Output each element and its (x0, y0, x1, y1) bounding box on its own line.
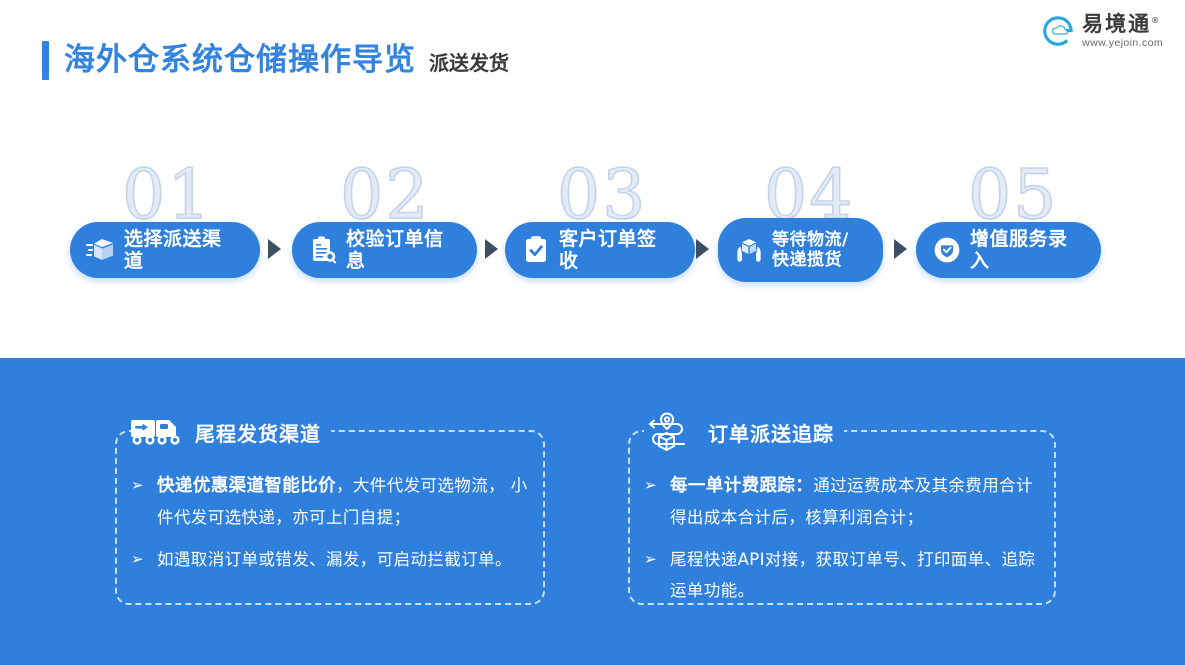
bullet-arrow-icon: ➢ (131, 476, 144, 494)
feature-card-order-tracking: 订单派送追踪 ➢ 每一单计费跟踪：通过运费成本及其余费用合计得出成本合计后，核算… (628, 408, 1056, 605)
moving-box-icon (86, 235, 116, 265)
step-2-number: 02 (339, 156, 431, 235)
shield-check-badge-icon (932, 235, 962, 265)
step-4-label: 等待物流/ 快递揽货 (772, 230, 849, 270)
title-accent-bar (42, 41, 49, 80)
registered-mark: ® (1151, 16, 1162, 25)
card-1-title: 尾程发货渠道 (195, 421, 321, 446)
step-2-pill[interactable]: 校验订单信息 (292, 222, 477, 278)
step-2[interactable]: 02 (292, 160, 482, 310)
card-1-bullet-1-strong: 快递优惠渠道智能比价 (157, 476, 336, 496)
feature-card-shipping-channel: 尾程发货渠道 ➢ 快递优惠渠道智能比价，大件代发可选物流， 小件代发可选快递，亦… (115, 408, 545, 605)
step-5-number: 05 (967, 156, 1059, 235)
step-1-pill[interactable]: 选择派送渠道 (70, 222, 260, 278)
card-1-header: 尾程发货渠道 (131, 408, 331, 456)
logo-name: 易境通 ® (1082, 12, 1159, 36)
package-route-tracking-icon (644, 412, 696, 452)
card-2-bullet-1: ➢ 每一单计费跟踪：通过运费成本及其余费用合计得出成本合计后，核算利润合计； (644, 470, 1040, 533)
step-4-pill[interactable]: 等待物流/ 快递揽货 (718, 218, 883, 282)
step-arrow-2 (485, 239, 498, 259)
step-1-number: 01 (121, 156, 213, 235)
bullet-arrow-icon: ➢ (131, 550, 144, 568)
card-2-bullet-1-rest: 通过运费成本及其余费用合计得出成本合计后，核算利润合计； (670, 476, 1033, 527)
step-arrow-4 (894, 239, 907, 259)
step-5-pill[interactable]: 增值服务录入 (916, 222, 1101, 278)
step-3-pill[interactable]: 客户订单签收 (505, 222, 695, 278)
step-5[interactable]: 05 增值服务录入 (916, 160, 1111, 310)
card-2-bullet-2: ➢ 尾程快递API对接，获取订单号、打印面单、追踪运单功能。 (644, 544, 1040, 606)
step-arrow-1 (268, 239, 281, 259)
step-3[interactable]: 03 客户订单签收 (505, 160, 700, 310)
page-title-main: 海外仓系统仓储操作导览 (64, 42, 416, 78)
step-2-label: 校验订单信息 (346, 228, 444, 272)
logo-url: www.yejoin.com (1082, 37, 1163, 49)
bullet-arrow-icon: ➢ (644, 476, 657, 494)
card-2-body: ➢ 每一单计费跟踪：通过运费成本及其余费用合计得出成本合计后，核算利润合计； ➢… (644, 470, 1040, 617)
process-steps: 01 选择派送渠道 02 (0, 160, 1185, 310)
page-title: 海外仓系统仓储操作导览 派送发货 (64, 38, 509, 85)
card-2-bullet-1-text: 每一单计费跟踪：通过运费成本及其余费用合计得出成本合计后，核算利润合计； (670, 470, 1040, 533)
card-2-header: 订单派送追踪 (644, 408, 844, 456)
brand-logo: 易境通 ® www.yejoin.com (1041, 13, 1163, 49)
card-1-body: ➢ 快递优惠渠道智能比价，大件代发可选物流， 小件代发可选快递，亦可上门自提； … (131, 470, 529, 586)
step-4[interactable]: 04 等待物流/ 快递揽货 (718, 160, 888, 310)
card-1-bullet-2-rest: 如遇取消订单或错发、漏发，可启动拦截订单。 (157, 550, 512, 569)
card-2-bullet-2-text: 尾程快递API对接，获取订单号、打印面单、追踪运单功能。 (670, 544, 1040, 606)
logo-text-block: 易境通 ® www.yejoin.com (1082, 13, 1163, 49)
card-1-bullet-2-text: 如遇取消订单或错发、漏发，可启动拦截订单。 (157, 544, 512, 575)
card-2-title: 订单派送追踪 (708, 421, 834, 446)
clipboard-search-icon (308, 235, 338, 265)
card-1-bullet-1-rest: ，大件代发可选物流， 小件代发可选快递，亦可上门自提； (157, 476, 528, 527)
card-1-bullet-2: ➢ 如遇取消订单或错发、漏发，可启动拦截订单。 (131, 544, 529, 575)
card-1-bullet-1-text: 快递优惠渠道智能比价，大件代发可选物流， 小件代发可选快递，亦可上门自提； (157, 470, 529, 533)
step-5-label: 增值服务录入 (970, 228, 1068, 272)
yejoin-cloud-e-icon (1041, 14, 1075, 48)
card-2-bullet-1-strong: 每一单计费跟踪： (670, 476, 814, 496)
bullet-arrow-icon: ➢ (644, 550, 657, 568)
card-1-bullet-1: ➢ 快递优惠渠道智能比价，大件代发可选物流， 小件代发可选快递，亦可上门自提； (131, 470, 529, 533)
card-2-bullet-2-rest: 尾程快递API对接，获取订单号、打印面单、追踪运单功能。 (670, 550, 1036, 600)
page-header: 海外仓系统仓储操作导览 派送发货 易境通 ® www.yejoin.com (0, 0, 1185, 110)
step-1[interactable]: 01 选择派送渠道 (70, 160, 265, 310)
hands-holding-box-icon (734, 235, 764, 265)
delivery-truck-icon (131, 412, 183, 452)
step-3-number: 03 (556, 156, 648, 235)
page-title-subtitle: 派送发货 (429, 51, 509, 75)
logo-name-text: 易境通 (1082, 12, 1152, 36)
step-arrow-3 (696, 239, 709, 259)
step-1-label: 选择派送渠道 (124, 228, 222, 272)
step-3-label: 客户订单签收 (559, 228, 657, 272)
clipboard-check-icon (521, 235, 551, 265)
